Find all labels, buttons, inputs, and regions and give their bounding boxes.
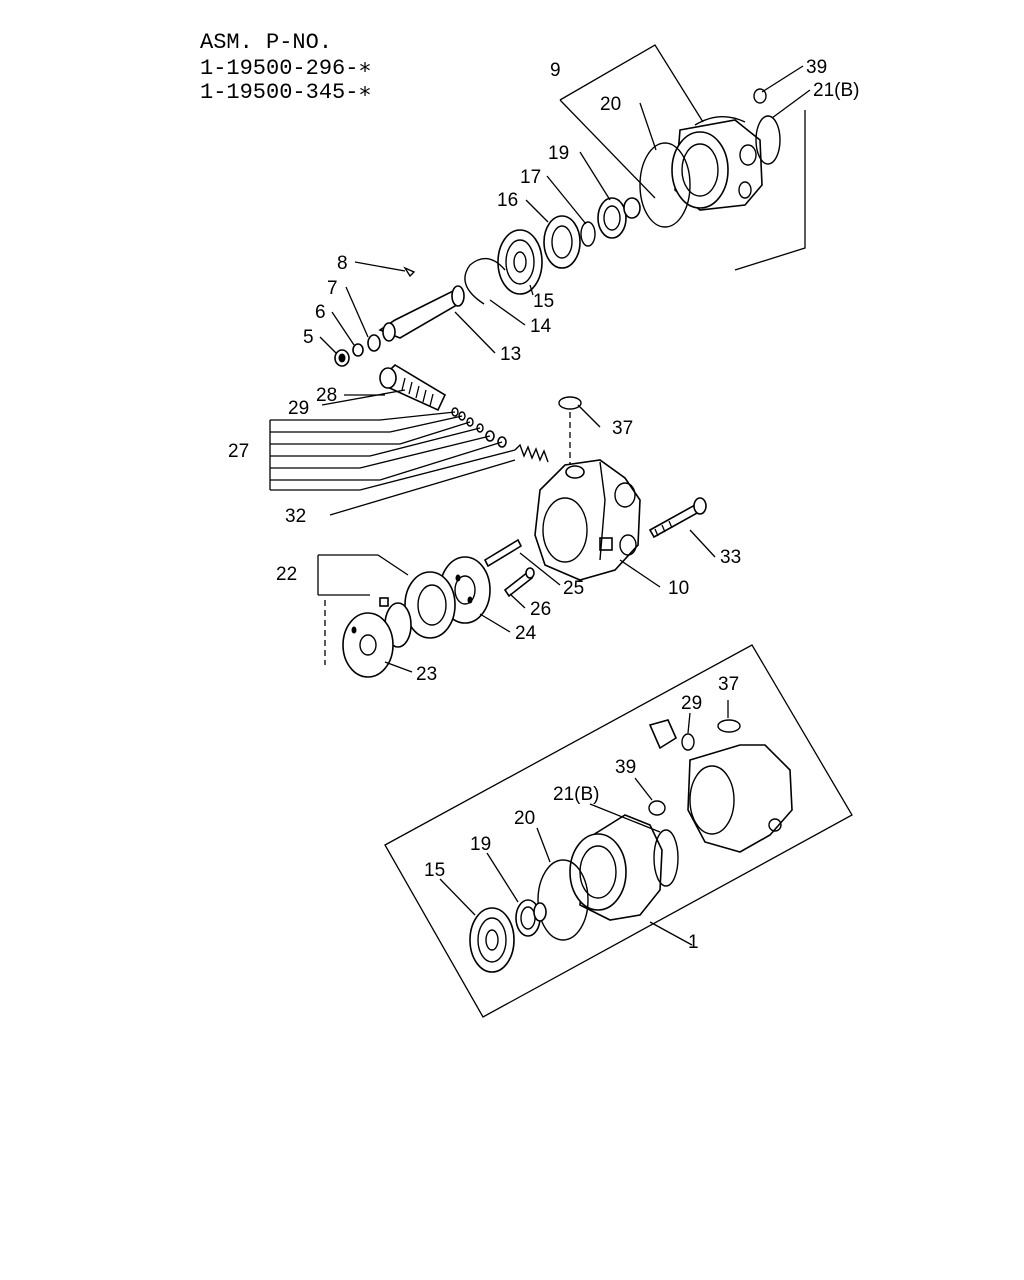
callout-19-lower: 19 xyxy=(470,834,491,855)
callout-8: 8 xyxy=(337,253,348,274)
needle-bearing-19-lower xyxy=(515,899,547,937)
callout-27: 27 xyxy=(228,441,249,462)
callout-10: 10 xyxy=(668,578,689,599)
bolt-26 xyxy=(503,567,535,598)
callout-1: 1 xyxy=(688,932,699,953)
callout-25: 25 xyxy=(563,578,584,599)
o-ring-39-lower xyxy=(648,800,666,816)
callout-20-lower: 20 xyxy=(514,808,535,829)
callout-24: 24 xyxy=(515,623,537,644)
leader-lines-upper xyxy=(319,65,811,673)
leader-lines-lower xyxy=(439,700,729,946)
callout-15-lower: 15 xyxy=(424,860,445,881)
callout-6: 6 xyxy=(315,302,326,323)
o-ring-37-upper xyxy=(558,396,582,410)
assembly-part-number-1: 1-19500-296-∗ xyxy=(200,56,372,81)
callout-7: 7 xyxy=(327,278,338,299)
callout-21b-lower: 21(B) xyxy=(553,784,599,805)
callout-19-upper: 19 xyxy=(548,143,569,164)
callout-14: 14 xyxy=(530,316,552,337)
callout-5: 5 xyxy=(303,327,314,348)
callout-20-upper: 20 xyxy=(600,94,621,115)
gasket-20-lower xyxy=(537,859,589,941)
callout-16: 16 xyxy=(497,190,518,211)
rear-cover-lower xyxy=(569,814,663,921)
o-ring-37-lower xyxy=(717,719,741,733)
assembly-1-box xyxy=(384,644,853,1018)
callout-15-upper: 15 xyxy=(533,291,554,312)
callout-22: 22 xyxy=(276,564,297,585)
assembly-title: ASM. P-NO. xyxy=(200,30,333,55)
ball-bearing-15-upper xyxy=(497,229,543,295)
callout-32: 32 xyxy=(285,506,306,527)
callout-33: 33 xyxy=(720,547,741,568)
callout-9: 9 xyxy=(550,60,561,81)
callout-bracket-22 xyxy=(317,554,409,665)
pump-body-10 xyxy=(534,459,641,581)
snap-ring-17 xyxy=(580,221,596,247)
callout-29-upper: 29 xyxy=(288,398,309,419)
washer-7 xyxy=(367,334,381,352)
callout-21b-upper: 21(B) xyxy=(813,80,859,101)
ball-bearing-15-lower xyxy=(469,907,515,973)
callout-26: 26 xyxy=(530,599,551,620)
snap-ring-14 xyxy=(464,257,506,305)
callout-39-upper: 39 xyxy=(806,57,827,78)
pin-25 xyxy=(483,538,523,568)
callout-29-lower: 29 xyxy=(681,693,702,714)
rear-cover-housing xyxy=(671,116,763,211)
callout-37-upper: 37 xyxy=(612,418,633,439)
cam-ring xyxy=(404,571,456,639)
callout-28: 28 xyxy=(316,385,337,406)
relief-valve-parts-27 xyxy=(451,407,507,448)
leader-32 xyxy=(329,459,516,516)
drive-shaft-13 xyxy=(378,285,465,342)
washer-6 xyxy=(352,343,364,357)
assembly-part-number-2: 1-19500-345-∗ xyxy=(200,80,372,105)
woodruff-key-8 xyxy=(403,266,416,278)
callout-37-lower: 37 xyxy=(718,674,739,695)
callout-23: 23 xyxy=(416,664,437,685)
gasket-20-upper xyxy=(639,142,691,228)
callout-bracket-27 xyxy=(269,411,516,491)
front-side-plate-23 xyxy=(342,612,394,678)
callout-17: 17 xyxy=(520,167,541,188)
spring-32 xyxy=(514,443,549,463)
bolt-33 xyxy=(648,497,707,539)
needle-bearing-19-upper xyxy=(597,197,641,239)
washer-16 xyxy=(543,215,581,269)
callout-39-lower: 39 xyxy=(615,757,636,778)
flow-control-valve-28 xyxy=(379,363,447,412)
o-ring-21b-upper xyxy=(755,115,781,165)
callout-13: 13 xyxy=(500,344,521,365)
plug-29-lower xyxy=(648,719,695,751)
pump-body-lower xyxy=(687,744,793,853)
callout-bracket-9 xyxy=(559,44,704,199)
nut-5 xyxy=(334,349,350,367)
o-ring-21b-lower xyxy=(653,829,679,887)
o-ring-39-upper xyxy=(753,88,767,104)
